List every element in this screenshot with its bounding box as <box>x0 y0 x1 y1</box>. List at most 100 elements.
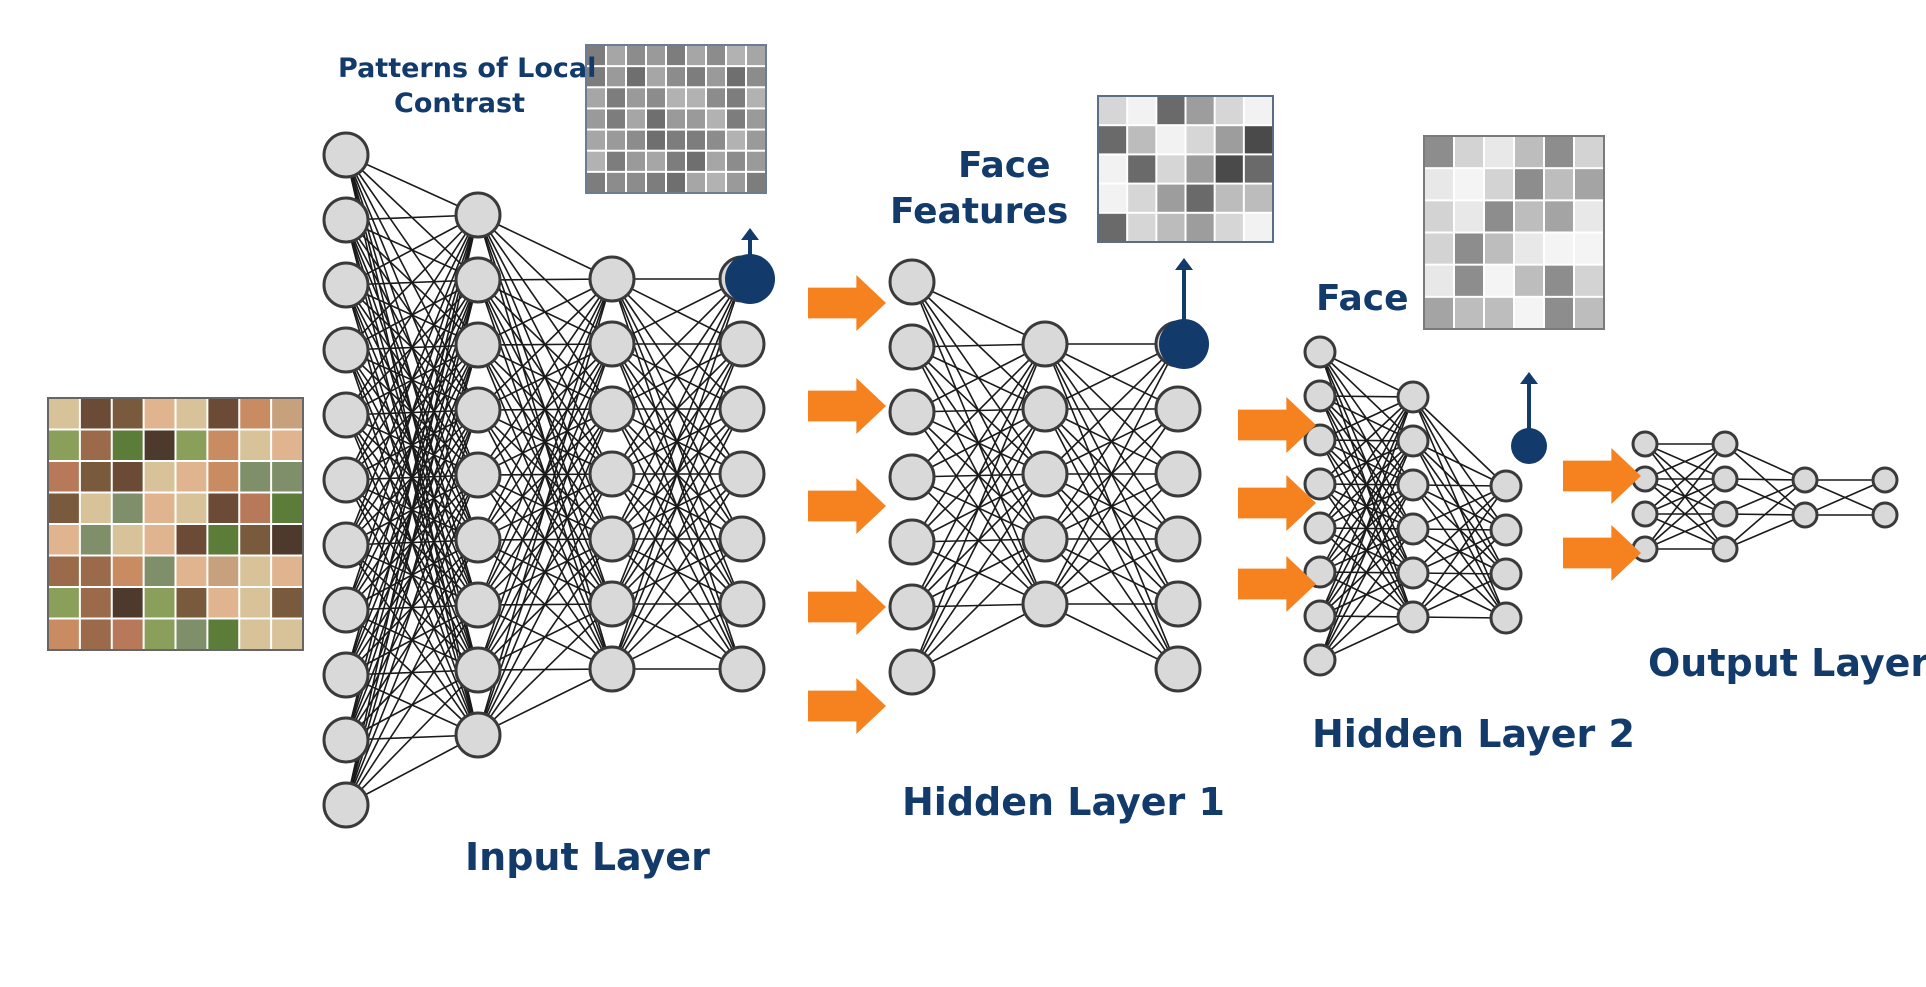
highlight-nodes <box>725 228 1547 464</box>
thumbnail-tile <box>1215 126 1243 154</box>
thumbnail-tile <box>208 588 239 618</box>
flow-arrow <box>1563 525 1641 581</box>
thumbnail-tile <box>607 172 625 192</box>
edge <box>1044 603 1179 670</box>
thumbnail-tile <box>176 430 207 460</box>
thumbnail-tile <box>667 130 685 150</box>
thumbnail-tile <box>1485 137 1513 168</box>
thumbnail-tile <box>1425 201 1453 232</box>
thumbnail-tile <box>1215 97 1243 125</box>
thumbnail-tile <box>1575 233 1603 264</box>
neuron-node <box>1396 556 1430 590</box>
thumbnail-tile <box>1575 265 1603 296</box>
thumbnail-tile <box>272 619 302 649</box>
thumbnail-tile <box>647 46 665 66</box>
thumbnail-tile <box>1455 297 1483 328</box>
thumbnail-tile <box>1157 97 1185 125</box>
highlight-node <box>725 254 775 304</box>
thumbnail-tile <box>647 130 665 150</box>
thumbnail-tile <box>727 67 745 87</box>
neuron-node <box>1396 380 1430 414</box>
thumbnail-tile <box>49 588 79 618</box>
neuron-node <box>1154 515 1202 563</box>
thumbnail-tile <box>747 172 765 192</box>
thumbnail-tile <box>1545 297 1573 328</box>
thumbnail-tile <box>80 588 111 618</box>
edge <box>1044 473 1179 605</box>
thumbnail-tile <box>1425 265 1453 296</box>
thumbnail-tile <box>176 525 207 555</box>
thumbnail-tile <box>1515 265 1543 296</box>
thumbnail-tile <box>747 46 765 66</box>
thumbnail-tile <box>208 525 239 555</box>
thumbnail-tile <box>707 172 725 192</box>
thumbnail-tile <box>240 556 271 586</box>
thumbnail-tile <box>240 493 271 523</box>
neuron-node <box>588 515 636 563</box>
thumbnail-tile <box>49 462 79 492</box>
thumbnail-tile <box>1545 233 1573 264</box>
thumbnail-tile <box>1186 155 1214 183</box>
edge <box>477 278 613 606</box>
thumbnail-tile <box>1215 184 1243 212</box>
neuron-node <box>322 651 370 699</box>
thumbnail-tile <box>112 588 143 618</box>
edge <box>345 214 479 286</box>
neuron-node <box>1631 430 1659 458</box>
neuron-node <box>718 515 766 563</box>
thumbnail-tile <box>627 151 645 171</box>
network-nodes <box>322 131 1899 829</box>
edge <box>345 474 479 806</box>
thumbnail-tile <box>272 525 302 555</box>
thumbnail-tile <box>667 88 685 108</box>
thumbnail-tile <box>1128 155 1156 183</box>
edge <box>1724 479 1806 550</box>
thumbnail-tile <box>49 525 79 555</box>
edge <box>1804 479 1886 516</box>
thumbnail-tile <box>607 88 625 108</box>
edge <box>1044 343 1179 605</box>
neuron-node <box>1871 501 1899 529</box>
neuron-node <box>1154 450 1202 498</box>
thumbnail-tile <box>80 619 111 649</box>
flow-arrow <box>808 378 886 434</box>
thumbnail-tile <box>1157 184 1185 212</box>
edge <box>345 279 479 806</box>
thumbnail-tile <box>1515 233 1543 264</box>
thumbnail-tile <box>1157 126 1185 154</box>
thumbnail-tile <box>144 556 175 586</box>
edge <box>477 278 613 541</box>
edge <box>1319 484 1414 661</box>
thumbnail-tile <box>112 619 143 649</box>
thumbnail-tile <box>707 46 725 66</box>
edge <box>1412 396 1507 487</box>
thumbnail-tile <box>1186 213 1214 241</box>
thumbnail-tile <box>587 67 605 87</box>
thumbnail-tile <box>1425 233 1453 264</box>
neuron-node <box>888 388 936 436</box>
thumbnail-tile <box>627 67 645 87</box>
thumbnail-tile <box>112 525 143 555</box>
edge <box>911 343 1046 478</box>
thumbnail-tile <box>80 462 111 492</box>
neuron-node <box>1871 466 1899 494</box>
edge <box>477 278 613 411</box>
face-sketch-grid <box>1423 135 1605 330</box>
edge <box>477 473 613 736</box>
edge <box>345 539 479 806</box>
edge <box>1724 514 1806 550</box>
thumbnail-tile <box>587 46 605 66</box>
neuron-node <box>1396 468 1430 502</box>
thumbnail-tile <box>1128 213 1156 241</box>
thumbnail-tile <box>176 462 207 492</box>
edge <box>477 214 613 280</box>
thumbnail-tile <box>1099 184 1127 212</box>
thumbnail-tile <box>607 109 625 129</box>
thumbnail-tile <box>667 172 685 192</box>
edge <box>477 603 613 736</box>
thumbnail-tile <box>1099 126 1127 154</box>
edge <box>1412 573 1507 618</box>
thumbnail-tile <box>607 67 625 87</box>
thumbnail-tile <box>176 619 207 649</box>
edge <box>611 343 743 670</box>
